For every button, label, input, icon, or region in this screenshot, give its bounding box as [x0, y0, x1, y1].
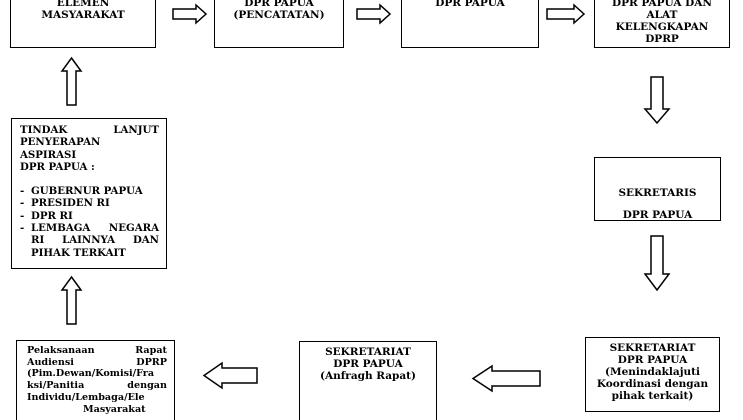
box-line: DPR PAPUA : [20, 160, 95, 173]
box-line: DPR PAPUA [622, 209, 693, 221]
box-line: ELEMEN [56, 0, 110, 9]
list-item: -PRESIDEN RI [20, 197, 110, 210]
arrow-left-icon [202, 361, 258, 390]
box-line: pihak terkait) [611, 390, 694, 402]
box-line: Masyarakat [83, 403, 146, 415]
list-item-text: GUBERNUR PAPUA [31, 185, 143, 198]
box-line: Audiensi DPRP [27, 356, 167, 368]
box-line: (Pim.Dewan/Komisi/Fra [27, 368, 155, 380]
box-line: Pelaksanaan Rapat [27, 345, 167, 356]
box-dpr-papua-pencatatan: DPR PAPUA (PENCATATAN) [214, 0, 344, 48]
box-line: SEKRETARIS [618, 187, 697, 199]
box-line: DPR PAPUA DAN [611, 0, 713, 9]
arrow-up-icon [60, 275, 83, 325]
box-pelaksanaan-rapat: Pelaksanaan Rapat Audiensi DPRP (Pim.Dew… [16, 340, 175, 420]
arrow-right-icon [546, 3, 586, 25]
box-tindak-lanjut: TINDAK LANJUT PENYERAPAN ASPIRASI DPR PA… [11, 118, 167, 269]
arrow-right-icon [172, 3, 208, 25]
list-item: -DPR RI [20, 209, 73, 222]
list-item-text: LEMBAGA NEGARA RI LAINNYA DAN PIHAK TERK… [31, 222, 159, 259]
box-line: DPR PAPUA [435, 0, 505, 9]
box-line: DPRP [645, 33, 679, 45]
box-line: DPR PAPUA [244, 0, 314, 9]
box-line: (PENCATATAN) [233, 9, 325, 21]
box-line: SEKRETARIAT [325, 346, 411, 358]
box-sekretariat-koordinasi: SEKRETARIAT DPR PAPUA (Menindaklajuti Ko… [585, 337, 720, 412]
arrow-down-icon [643, 235, 671, 292]
box-dpr-papua: DPR PAPUA [401, 0, 539, 48]
box-line: ksi/Panitia dengan [27, 380, 167, 392]
list-item: -GUBERNUR PAPUA [20, 185, 143, 198]
list-item-text: PRESIDEN RI [31, 197, 110, 210]
box-line: TINDAK LANJUT [20, 124, 159, 136]
list-item-text: DPR RI [31, 209, 73, 222]
box-sekretaris-dpr-papua: SEKRETARIS DPR PAPUA [594, 157, 721, 221]
box-line: KELENGKAPAN [615, 21, 709, 33]
box-line: (Menindaklajuti [604, 366, 700, 378]
arrow-left-icon [471, 364, 541, 393]
arrow-down-icon [643, 76, 671, 125]
box-dpr-papua-alat-kelengkapan: DPR PAPUA DAN ALAT KELENGKAPAN DPRP [594, 0, 730, 48]
box-line: Koordinasi dengan [596, 378, 709, 390]
box-sekretariat-anfragh: SEKRETARIAT DPR PAPUA (Anfragh Rapat) [299, 341, 437, 420]
box-elemen-masyarakat: ELEMEN MASYARAKAT [10, 0, 156, 48]
arrow-right-icon [356, 3, 392, 25]
box-line: DPR PAPUA [617, 354, 688, 366]
box-line: PENYERAPAN ASPIRASI [20, 136, 101, 161]
box-line: ALAT [646, 9, 678, 21]
box-line: Individu/Lembaga/Ele [27, 391, 145, 403]
box-line: MASYARAKAT [41, 9, 125, 21]
box-line: (Anfragh Rapat) [320, 370, 416, 382]
arrow-up-icon [60, 56, 83, 106]
box-line: DPR PAPUA [333, 358, 403, 370]
list-item: -LEMBAGA NEGARA RI LAINNYA DAN PIHAK TER… [20, 222, 159, 259]
box-line: SEKRETARIAT [609, 342, 696, 354]
